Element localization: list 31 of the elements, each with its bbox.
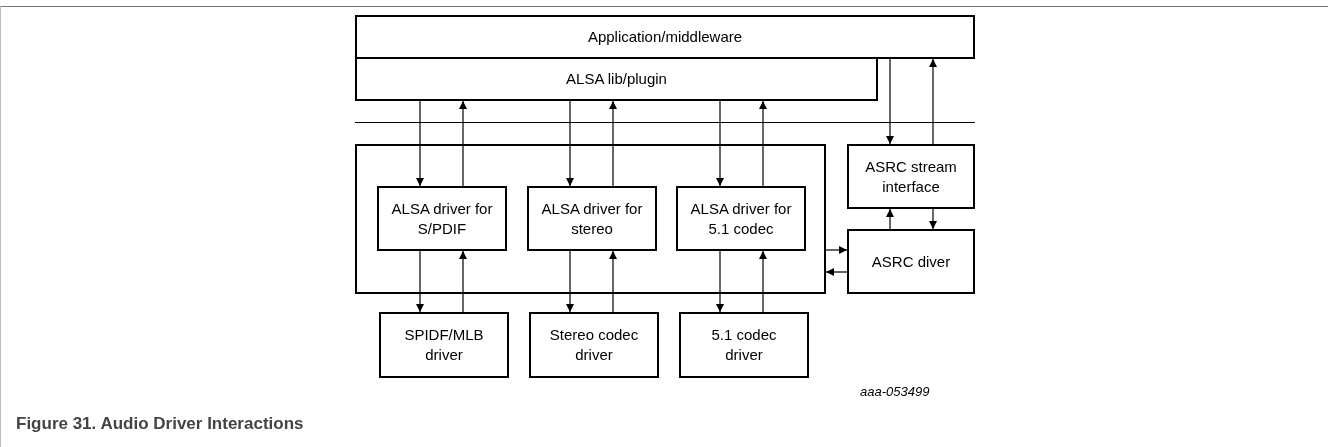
arrow (825, 246, 848, 254)
component-box: 5.1 codec driver (679, 312, 809, 378)
arrow (759, 250, 767, 313)
caption: Figure 31. Audio Driver Interactions (16, 413, 304, 435)
arrow (416, 100, 424, 187)
figure-id: aaa-053499 (860, 383, 930, 401)
arrow (609, 250, 617, 313)
component-box: ASRC diver (847, 229, 975, 294)
component-box: ALSA lib/plugin (355, 57, 878, 101)
arrow (566, 250, 574, 313)
arrow (459, 100, 467, 187)
component-box: SPIDF/MLB driver (379, 312, 509, 378)
component-box: Application/middleware (355, 15, 975, 59)
arrow (716, 250, 724, 313)
arrow (716, 100, 724, 187)
component-box: ALSA driver for S/PDIF (377, 186, 507, 251)
arrow (416, 250, 424, 313)
arrow (459, 250, 467, 313)
component-box: ASRC stream interface (847, 144, 975, 209)
arrow (929, 208, 937, 230)
component-box: Stereo codec driver (529, 312, 659, 378)
arrow (566, 100, 574, 187)
component-box: ALSA driver for 5.1 codec (676, 186, 806, 251)
arrow (886, 208, 894, 230)
component-box: ALSA driver for stereo (527, 186, 657, 251)
arrow (886, 58, 894, 145)
arrow (759, 100, 767, 187)
group-box (355, 144, 826, 294)
arrow (825, 268, 848, 276)
arrow (609, 100, 617, 187)
arrow (929, 58, 937, 145)
